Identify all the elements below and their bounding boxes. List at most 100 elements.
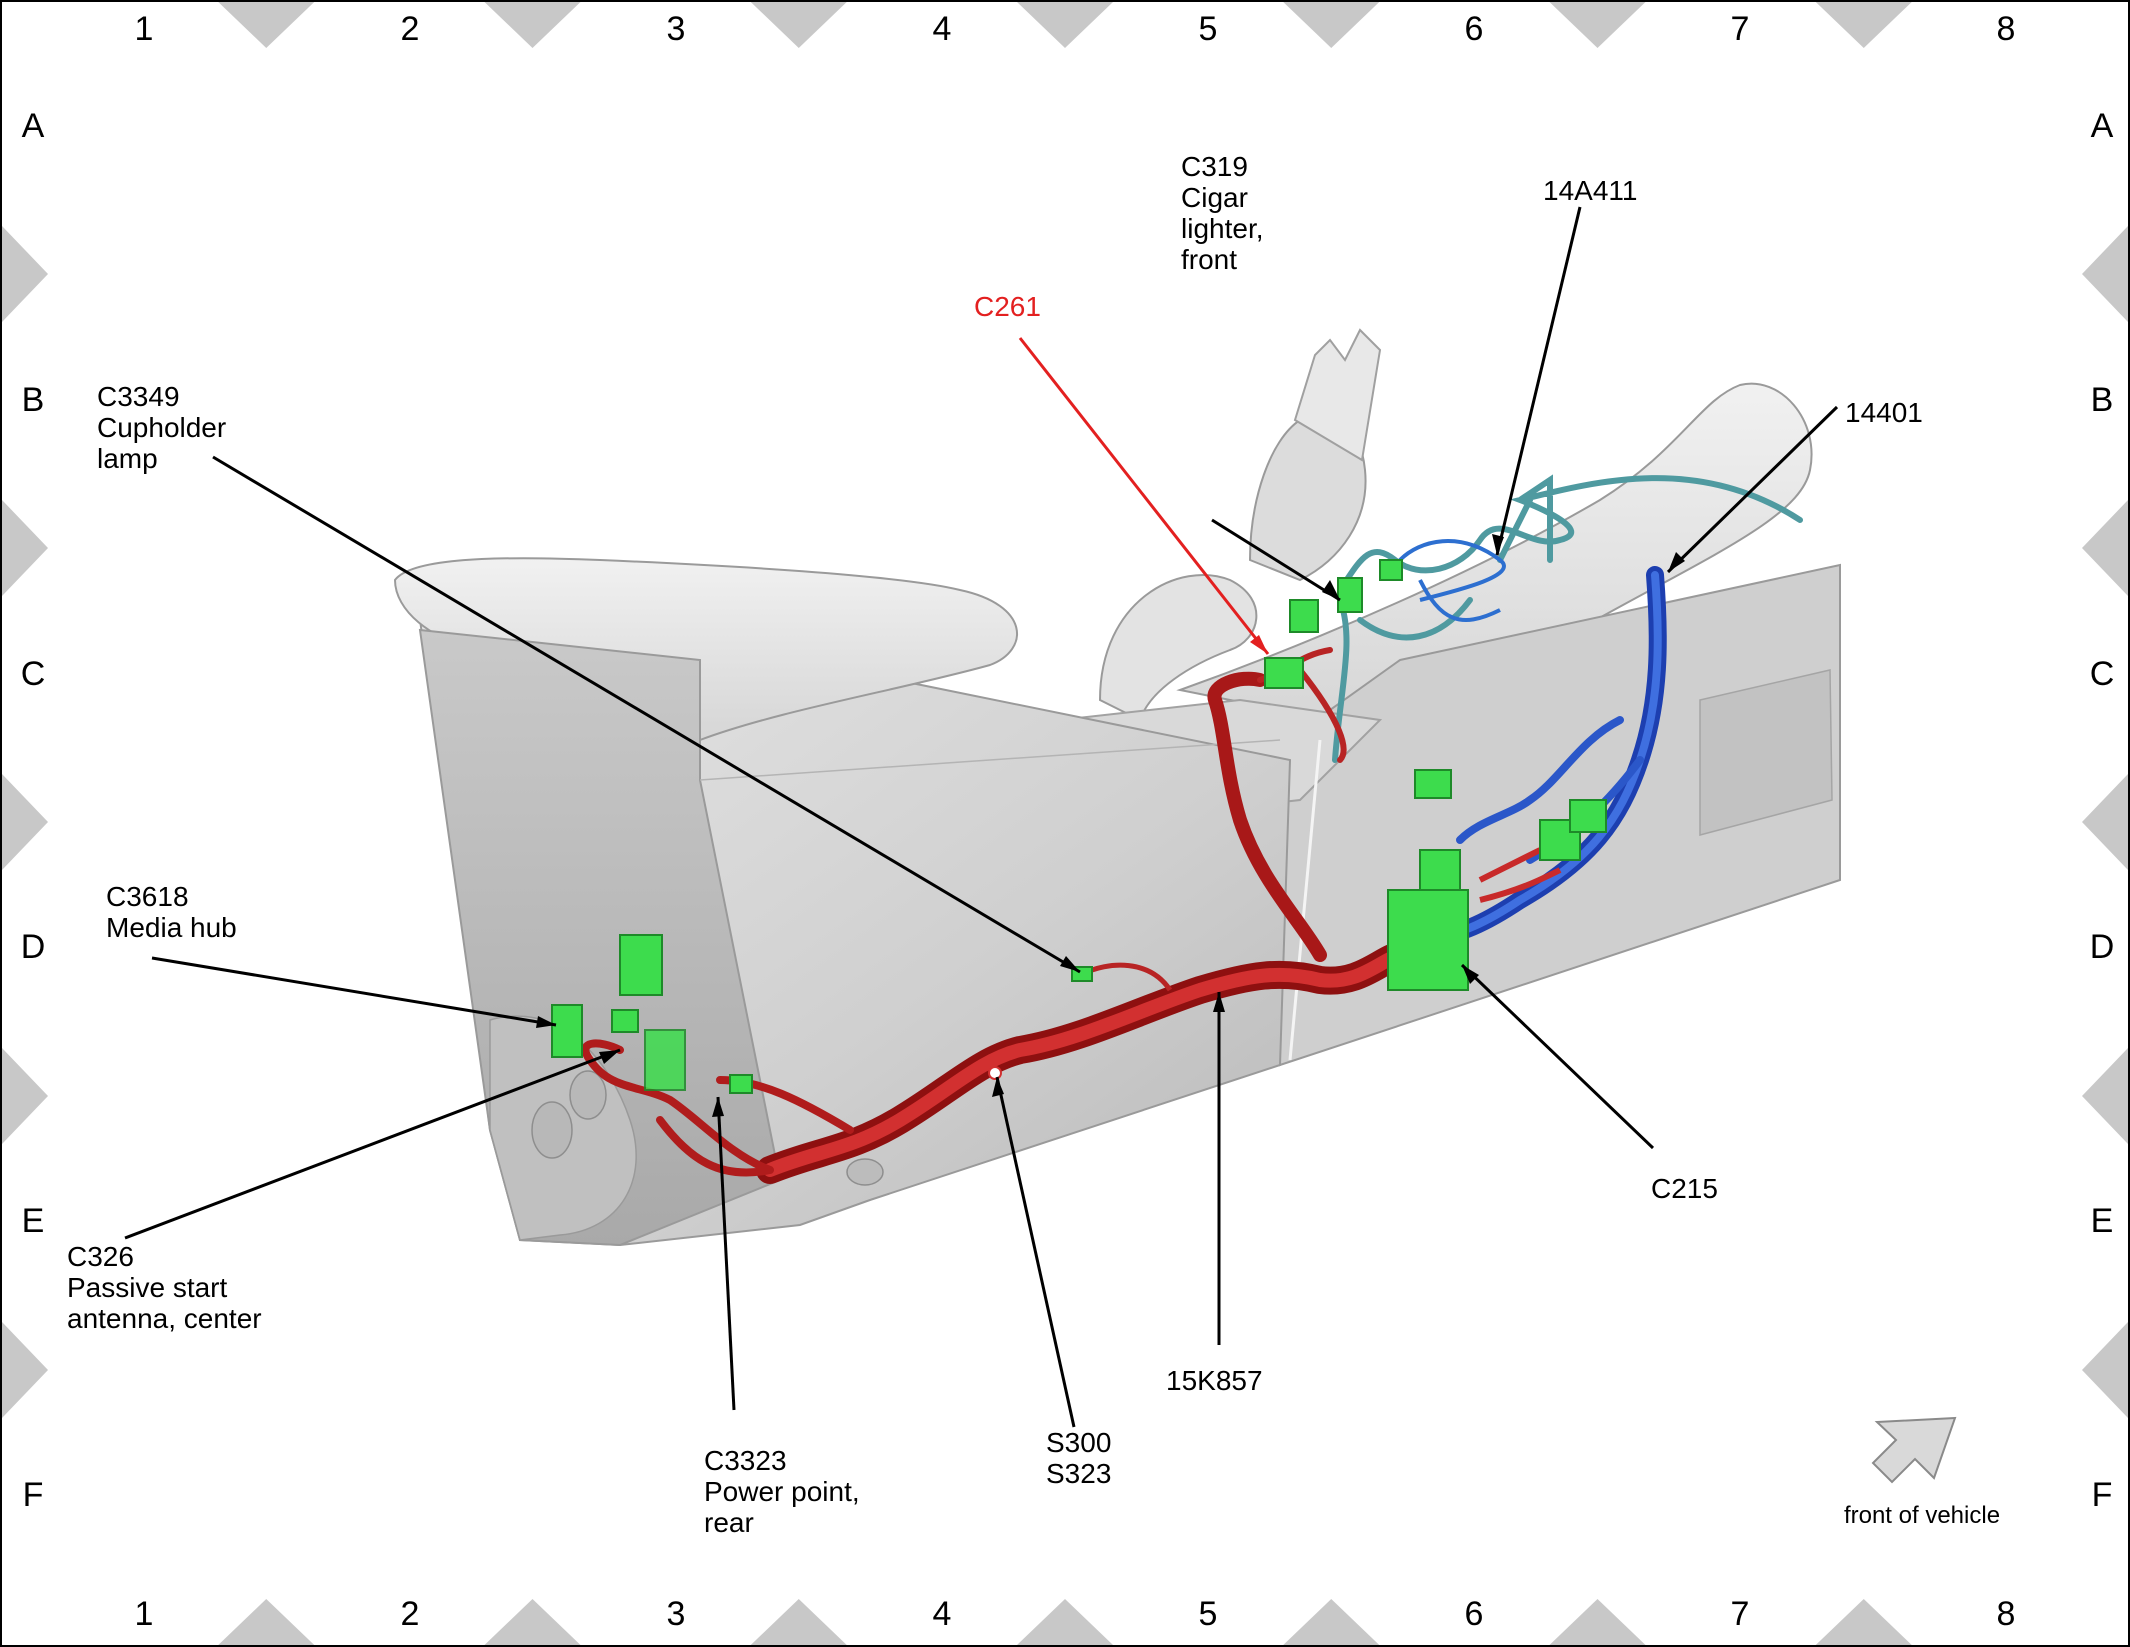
shifter-bracket [1293,328,1382,462]
callout-c3349: C3349 Cupholder lamp [97,381,226,474]
arrowhead [992,1077,1004,1097]
arrowhead [1462,965,1479,984]
callout-c261: C261 [974,291,1041,322]
callout-c326-desc-2: antenna, center [67,1303,262,1334]
arrowhead [1668,552,1685,572]
connector-cluster-rear [644,1029,686,1091]
callout-c215-id: C215 [1651,1173,1718,1204]
arrowhead [712,1097,724,1117]
connector-c215 [1387,889,1469,991]
column-label: 1 [135,1595,154,1633]
border-marker [2082,1322,2128,1418]
rear-power-point-socket [531,1101,573,1159]
border-marker [2082,1048,2128,1144]
column-label: 3 [667,10,686,48]
connector-c319-mate [1379,559,1403,581]
column-label: 3 [667,1595,686,1633]
callout-c3323: C3323 Power point, rear [704,1445,860,1538]
border-marker [2,226,48,322]
callout-14a411: 14A411 [1543,175,1637,206]
callout-c3349-desc-2: lamp [97,443,158,474]
column-label: 8 [1997,10,2016,48]
callout-c3618-id: C3618 [106,881,189,912]
row-label: B [22,381,45,419]
arrowhead [599,1050,620,1064]
row-labels-right: A B C D E F [2090,107,2115,1514]
border-marker [2082,774,2128,870]
callout-c319-desc-3: front [1181,244,1237,275]
harness-14a411-trunk [1332,474,1803,763]
harness-14a411-branch [1398,539,1506,622]
callout-c319-desc-2: lighter, [1181,213,1264,244]
callout-c326: C326 Passive start antenna, center [67,1241,262,1334]
border-marker [218,2,315,48]
console-bottom-clip [846,1158,884,1186]
column-label: 7 [1731,1595,1750,1633]
arrowhead [1322,580,1340,600]
leader-c261 [1018,337,1270,655]
connector-c215-top [1414,769,1452,799]
callout-c3323-desc-2: rear [704,1507,754,1538]
border-marker [2,774,48,870]
row-label: F [2092,1476,2113,1514]
column-label: 7 [1731,10,1750,48]
connector-c3323 [729,1074,753,1094]
row-label: C [2090,655,2115,693]
column-label: 8 [1997,1595,2016,1633]
column-label: 5 [1199,1595,1218,1633]
console-edge [699,739,1281,781]
row-label: B [2091,381,2114,419]
callout-15k857: 15K857 [1166,1365,1263,1396]
column-label: 2 [401,1595,420,1633]
front-of-vehicle-indicator: front of vehicle [1844,1416,2000,1529]
console-side-panel [1699,669,1833,836]
leader-lines [124,206,1839,1428]
border-marker [484,2,581,48]
row-label: E [22,1202,45,1240]
callout-c319-id: C319 [1181,151,1248,182]
border-marker [1549,1599,1646,1645]
arrowhead [1213,992,1225,1012]
callout-c3323-id: C3323 [704,1445,787,1476]
border-marker [1815,1599,1912,1645]
callout-s323-id: S323 [1046,1458,1111,1489]
row-label: C [21,655,46,693]
row-label: A [2091,107,2114,145]
border-marker [1017,2,1113,48]
row-label: F [23,1476,44,1514]
column-labels-bottom: 1 2 3 4 5 6 7 8 [135,1595,2016,1633]
border-marker [1549,2,1646,48]
border-marker [1017,1599,1113,1645]
border-marker [2,1322,48,1418]
row-label: E [2091,1202,2114,1240]
callout-c3323-desc: Power point, [704,1476,860,1507]
row-label: A [22,107,45,145]
border-marker [750,2,847,48]
connector-top-rear [619,934,663,996]
harness-c215-leads [1478,847,1562,903]
connector-c215-side-2 [1569,799,1607,833]
connector-c319 [1337,577,1363,613]
leader-14401 [1666,405,1839,574]
connector-c215-mate [1419,849,1461,891]
leader-arrowheads [536,534,1685,1117]
leader-14a411 [1495,206,1582,556]
leader-c326 [124,1048,621,1240]
column-label: 6 [1465,1595,1484,1633]
media-hub-socket [569,1070,607,1120]
leader-c3323 [716,1096,736,1411]
border-marker [1815,2,1912,48]
leader-s300 [995,1076,1076,1428]
connector-group [551,559,1607,1094]
column-label: 4 [933,1595,952,1633]
connector-c3618 [551,1004,583,1058]
column-label: 1 [135,10,154,48]
cupholder-ring [1098,574,1258,722]
leader-c3618 [151,956,557,1027]
callout-c3618: C3618 Media hub [106,881,237,943]
callout-c319-desc: Cigar [1181,182,1248,213]
splice-s300-marker [988,1066,1002,1080]
callout-s300: S300 S323 [1046,1427,1111,1489]
